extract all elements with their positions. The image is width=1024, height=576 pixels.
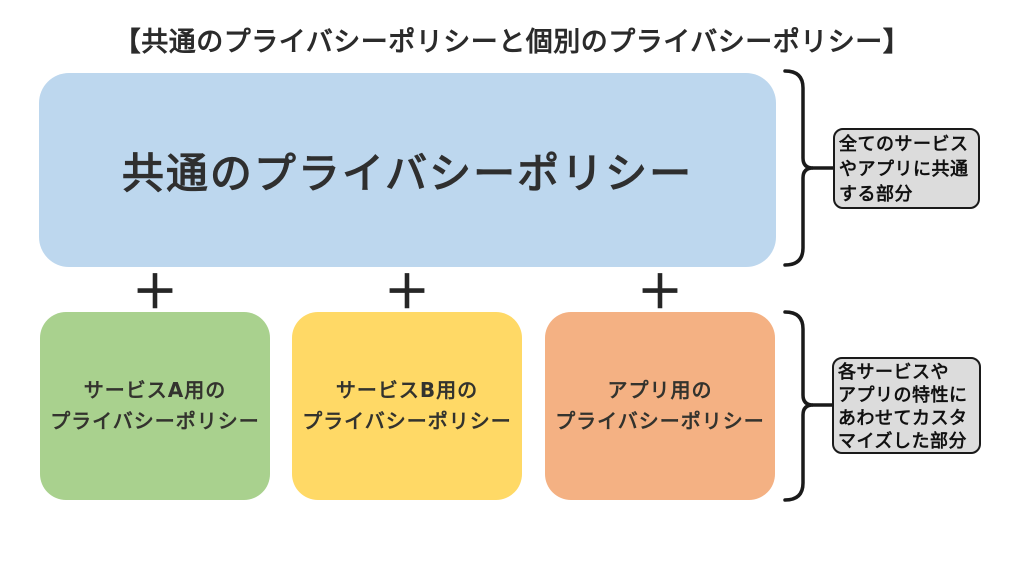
callout-individual-note: 各サービスや アプリの特性に あわせてカスタ マイズした部分 <box>832 357 981 454</box>
service-b-policy-box: サービスB用の プライバシーポリシー <box>292 312 522 500</box>
common-policy-box: 共通のプライバシーポリシー <box>39 73 776 267</box>
plus-icon: ＋ <box>384 265 430 319</box>
brace-common-path <box>783 69 814 267</box>
app-policy-box: アプリ用の プライバシーポリシー <box>545 312 775 500</box>
brace-individual-path <box>783 310 814 502</box>
brace-common <box>783 69 838 267</box>
callout-common-note: 全てのサービス やアプリに共通 する部分 <box>833 128 980 209</box>
service-a-policy-box: サービスA用の プライバシーポリシー <box>40 312 270 500</box>
plus-icon: ＋ <box>637 265 683 319</box>
diagram-title: 【共通のプライバシーポリシーと個別のプライバシーポリシー】 <box>113 27 911 58</box>
common-policy-label: 共通のプライバシーポリシー <box>121 148 694 198</box>
plus-icon: ＋ <box>132 265 178 319</box>
